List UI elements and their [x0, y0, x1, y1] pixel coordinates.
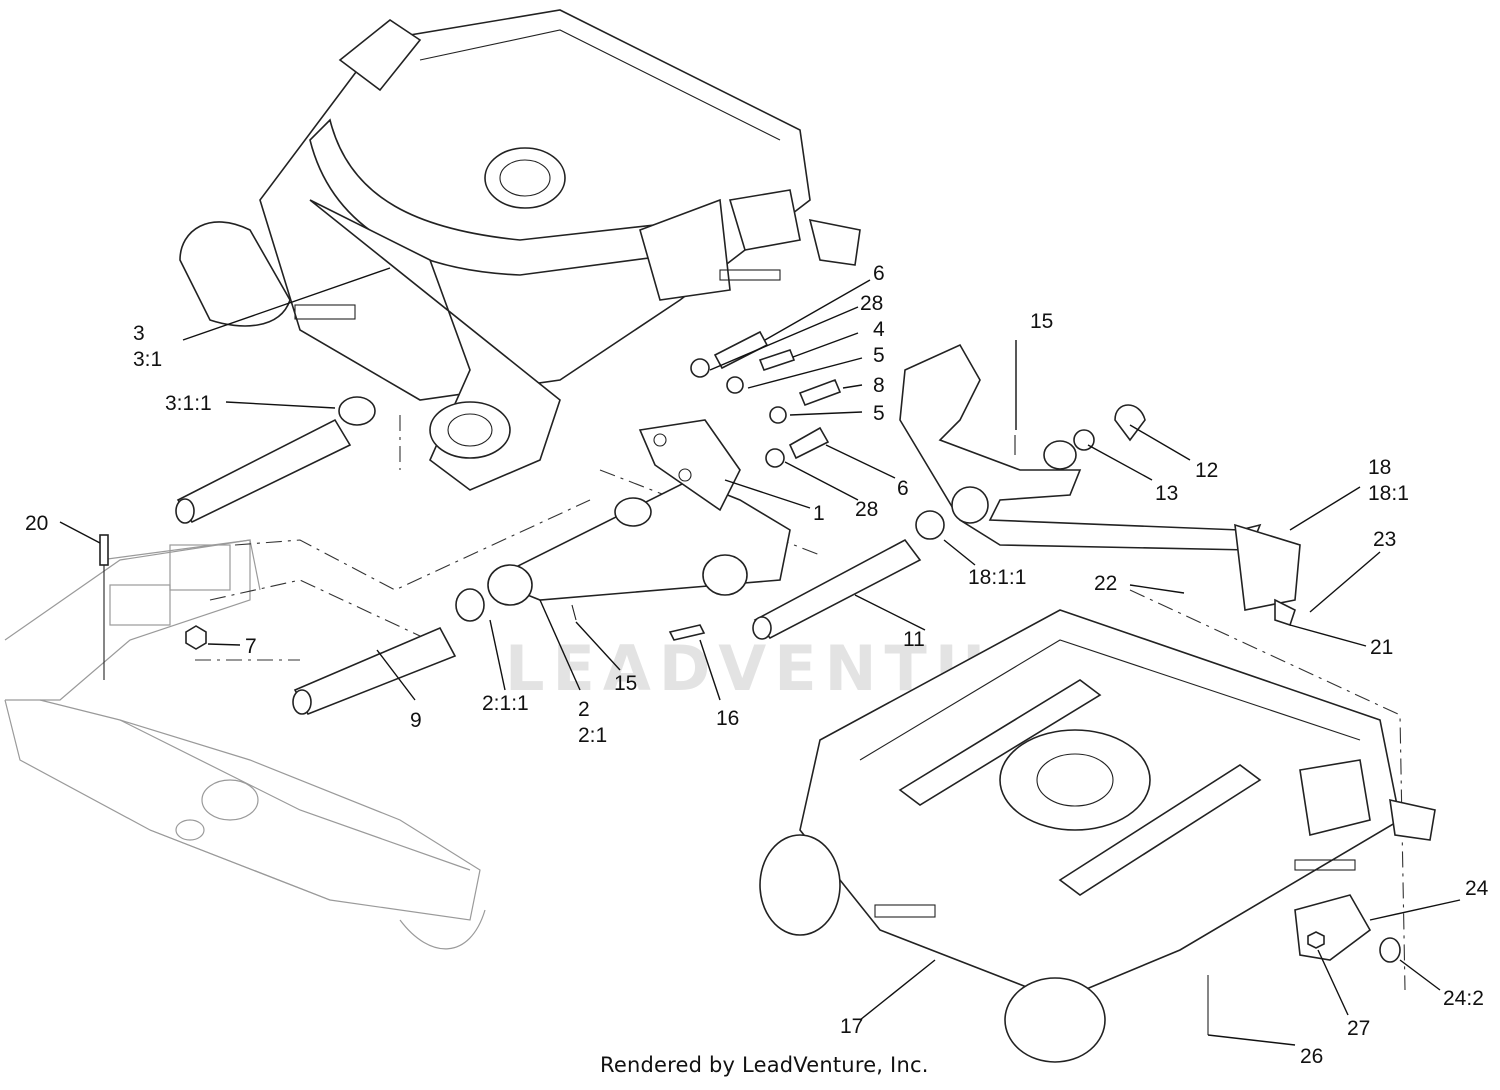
callout-1: 1 — [813, 502, 825, 525]
callout-6-lower: 6 — [897, 477, 909, 500]
callout-28-lower: 28 — [855, 498, 878, 521]
callout-6-upper: 6 — [873, 262, 885, 285]
lower-mower-deck — [759, 609, 1436, 1063]
callout-labels: 3 3:1 3:1:1 20 7 9 2:1:1 2 2:1 15 16 1 6… — [25, 262, 1489, 1068]
callout-17: 17 — [840, 1015, 863, 1038]
callout-5-lower: 5 — [873, 402, 885, 425]
callout-24-2: 24:2 — [1443, 987, 1484, 1010]
exploded-hardware — [99, 330, 945, 716]
callout-16: 16 — [716, 707, 739, 730]
callout-18: 18 — [1368, 456, 1391, 479]
callout-27: 27 — [1347, 1017, 1370, 1040]
callout-5-upper: 5 — [873, 344, 885, 367]
leader-lines — [59, 267, 1461, 1046]
callout-26: 26 — [1300, 1045, 1323, 1068]
callout-22: 22 — [1094, 572, 1117, 595]
callout-21: 21 — [1370, 636, 1393, 659]
callout-3-1: 3:1 — [133, 348, 162, 371]
callout-28-upper: 28 — [860, 292, 883, 315]
callout-11: 11 — [903, 628, 925, 651]
callout-4: 4 — [873, 318, 885, 341]
callout-24: 24 — [1465, 877, 1489, 900]
callout-2-1: 2:1 — [578, 724, 607, 747]
callout-18-1: 18:1 — [1368, 482, 1409, 505]
callout-3: 3 — [133, 322, 145, 345]
render-credit: Rendered by LeadVenture, Inc. — [600, 1053, 929, 1077]
tractor-frame-ghost — [4, 539, 486, 950]
callout-23: 23 — [1373, 528, 1396, 551]
callout-12: 12 — [1195, 459, 1218, 482]
callout-18-1-1: 18:1:1 — [968, 566, 1026, 589]
callout-2-1-1: 2:1:1 — [482, 692, 529, 715]
callout-2: 2 — [578, 698, 590, 721]
callout-7: 7 — [245, 635, 257, 658]
callout-15-lower: 15 — [614, 672, 637, 695]
upper-mower-deck — [179, 9, 861, 491]
callout-9: 9 — [410, 709, 422, 732]
callout-3-1-1: 3:1:1 — [165, 392, 212, 415]
subframe-18 — [899, 343, 1301, 627]
callout-20: 20 — [25, 512, 48, 535]
callout-15-upper: 15 — [1030, 310, 1053, 333]
callout-13: 13 — [1155, 482, 1178, 505]
callout-8: 8 — [873, 374, 885, 397]
